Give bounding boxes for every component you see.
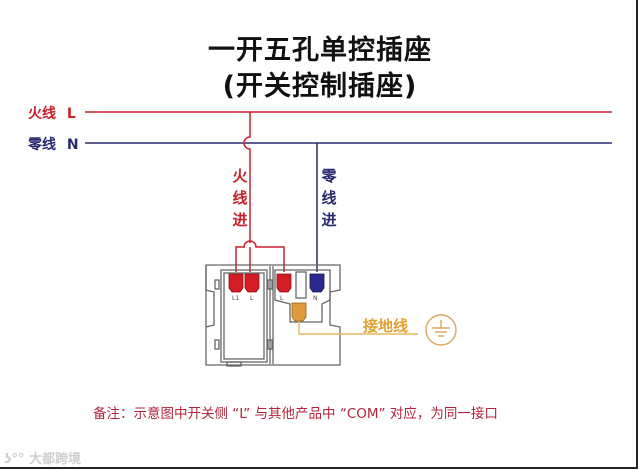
live-in-char: 进 [232,211,248,229]
live-wire-label: 火线 L [28,103,76,123]
socket-body [205,264,341,367]
diagram-title: 一开五孔单控插座 [208,35,432,66]
live-in-char: 线 [232,189,248,207]
svg-text:L: L [250,295,254,302]
svg-text:L: L [280,295,284,302]
neutral-in-char: 零 [321,167,337,185]
live-drop-wire [243,112,251,243]
terminal-switch-L: L [244,273,260,302]
neutral-wire-letter: N [66,137,79,153]
earth-symbol-icon [425,314,457,346]
watermark: ʖ°° 大都跨境 [4,448,81,467]
svg-text:L1: L1 [232,295,239,302]
diagram-subtitle: (开关控制插座) [222,71,418,102]
svg-text:N: N [313,295,318,302]
earth-wire-label: 接地线 [363,317,409,335]
neutral-in-char: 线 [321,189,337,207]
terminal-socket-L: L [276,273,292,302]
live-wire-letter: L [66,106,76,122]
terminal-socket-earth [291,302,307,322]
earth-wire [298,321,418,335]
neutral-wire-text: 零线 [28,137,56,153]
live-in-char: 火 [232,167,248,185]
neutral-in-char: 进 [321,211,337,229]
footnote: 备注：示意图中开关侧 “L” 与其他产品中 “COM” 对应，为同一接口 [93,406,498,422]
terminal-socket-N: N [309,273,325,302]
neutral-wire-label: 零线 N [28,134,79,154]
neutral-in-label: 零 线 进 [320,165,338,231]
terminal-L1: L1 [228,273,244,302]
live-in-label: 火 线 进 [231,165,249,231]
live-wire-text: 火线 [28,106,56,122]
watermark-logo-icon: ʖ°° [4,452,25,467]
live-branch-wire [235,240,285,272]
watermark-text: 大都跨境 [28,452,81,467]
